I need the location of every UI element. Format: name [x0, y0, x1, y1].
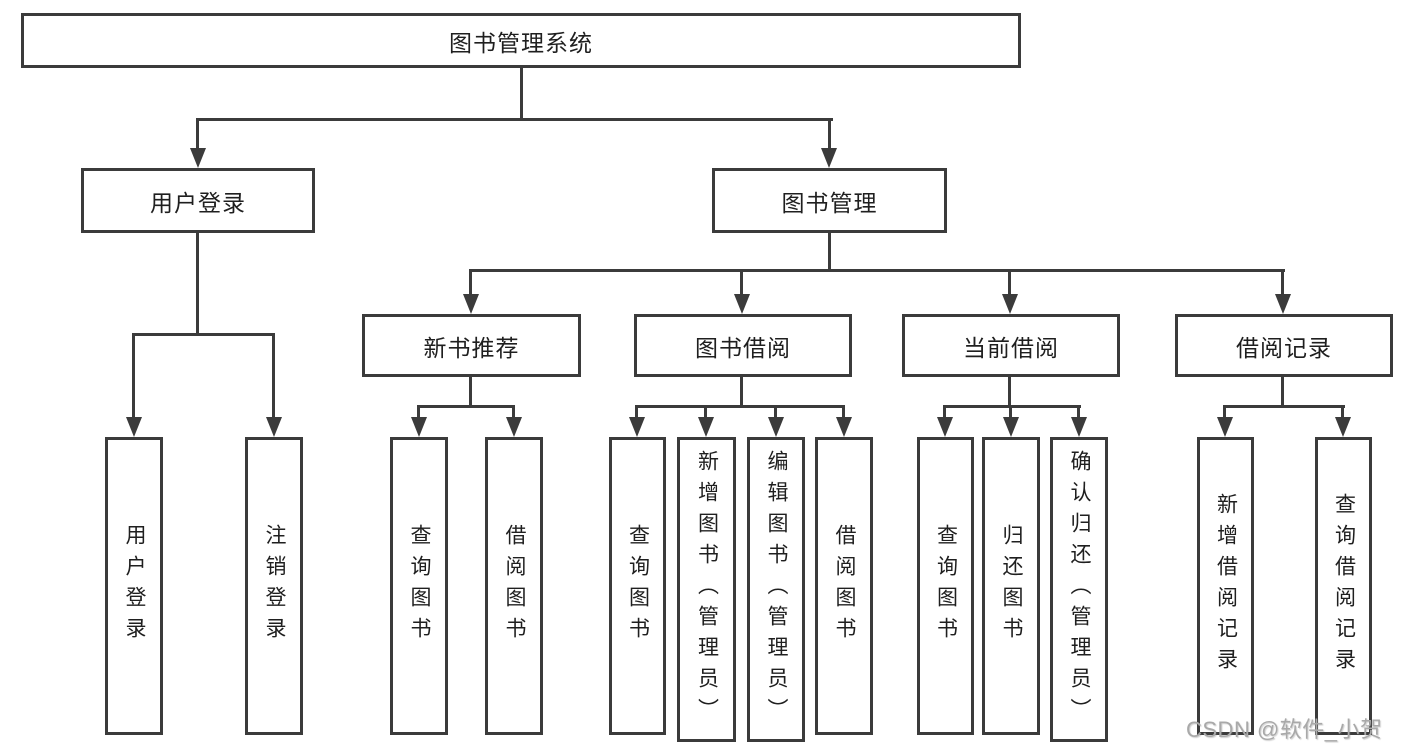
- connector: [1077, 405, 1080, 419]
- leaf-label: 新增借阅记录: [1214, 493, 1238, 679]
- connector: [1281, 377, 1284, 407]
- node-current-borrow: 当前借阅: [902, 314, 1120, 377]
- leaf-query-borrow-record: 查询借阅记录: [1315, 437, 1372, 735]
- connector: [635, 405, 845, 408]
- connector: [943, 405, 1081, 408]
- leaf-borrow-query-books: 查询图书: [609, 437, 666, 735]
- node-label: 用户登录: [150, 189, 246, 216]
- leaf-label: 借阅图书: [503, 524, 527, 648]
- connector: [196, 233, 199, 335]
- connector: [272, 333, 275, 419]
- connector: [1008, 377, 1011, 407]
- connector: [469, 269, 472, 297]
- node-book-borrow: 图书借阅: [634, 314, 852, 377]
- connector: [774, 405, 777, 419]
- connector: [1223, 405, 1345, 408]
- node-label: 当前借阅: [963, 334, 1059, 361]
- leaf-add-books-admin: 新增图书（管理员）: [677, 437, 736, 742]
- connector: [469, 269, 1285, 272]
- leaf-add-borrow-record: 新增借阅记录: [1197, 437, 1254, 735]
- leaf-label: 查询图书: [626, 524, 650, 648]
- connector: [196, 118, 833, 121]
- arrowhead-down-icon: [506, 417, 522, 437]
- arrowhead-down-icon: [1335, 417, 1351, 437]
- leaf-logout: 注销登录: [245, 437, 303, 735]
- node-label: 新书推荐: [423, 334, 520, 361]
- leaf-label: 确认归还（管理员）: [1068, 450, 1092, 729]
- connector: [740, 377, 743, 407]
- arrowhead-down-icon: [937, 417, 953, 437]
- leaf-label: 查询图书: [408, 524, 432, 648]
- arrowhead-down-icon: [266, 417, 282, 437]
- leaf-recommend-borrow-books: 借阅图书: [485, 437, 543, 735]
- leaf-label: 查询借阅记录: [1332, 493, 1356, 679]
- leaf-return-books: 归还图书: [982, 437, 1040, 735]
- leaf-current-query-books: 查询图书: [917, 437, 974, 735]
- node-library-management-system: 图书管理系统: [21, 13, 1021, 68]
- arrowhead-down-icon: [411, 417, 427, 437]
- connector: [469, 377, 472, 407]
- arrowhead-down-icon: [768, 417, 784, 437]
- connector: [1008, 269, 1011, 297]
- leaf-label: 借阅图书: [833, 524, 857, 648]
- arrowhead-down-icon: [190, 148, 206, 168]
- connector: [520, 68, 523, 121]
- arrowhead-down-icon: [629, 417, 645, 437]
- leaf-borrow-books: 借阅图书: [815, 437, 873, 735]
- arrowhead-down-icon: [463, 294, 479, 314]
- connector: [943, 405, 946, 419]
- leaf-label: 查询图书: [934, 524, 958, 648]
- node-borrow-records: 借阅记录: [1175, 314, 1393, 377]
- connector: [828, 118, 831, 152]
- arrowhead-down-icon: [1217, 417, 1233, 437]
- node-new-book-recommend: 新书推荐: [362, 314, 581, 377]
- connector: [1223, 405, 1226, 419]
- arrowhead-down-icon: [734, 294, 750, 314]
- connector: [1009, 405, 1012, 419]
- arrowhead-down-icon: [1275, 294, 1291, 314]
- node-label: 图书借阅: [695, 334, 791, 361]
- connector: [1341, 405, 1344, 419]
- connector: [417, 405, 515, 408]
- connector: [132, 333, 135, 419]
- leaf-user-login: 用户登录: [105, 437, 163, 735]
- arrowhead-down-icon: [1071, 417, 1087, 437]
- arrowhead-down-icon: [1002, 294, 1018, 314]
- connector: [417, 405, 420, 419]
- leaf-label: 用户登录: [123, 524, 147, 648]
- connector: [512, 405, 515, 419]
- connector: [132, 333, 275, 336]
- arrowhead-down-icon: [698, 417, 714, 437]
- arrowhead-down-icon: [1003, 417, 1019, 437]
- connector: [740, 269, 743, 297]
- connector: [842, 405, 845, 419]
- leaf-edit-books-admin: 编辑图书（管理员）: [747, 437, 805, 742]
- leaf-label: 归还图书: [1000, 524, 1024, 648]
- connector: [196, 118, 199, 152]
- node-label: 图书管理系统: [449, 29, 593, 56]
- connector: [828, 233, 831, 271]
- csdn-watermark: CSDN @软件_小贺同学: [1186, 717, 1383, 742]
- connector: [635, 405, 638, 419]
- node-label: 图书管理: [781, 189, 878, 216]
- arrowhead-down-icon: [836, 417, 852, 437]
- leaf-label: 新增图书（管理员）: [695, 450, 719, 729]
- leaf-label: 编辑图书（管理员）: [765, 450, 789, 729]
- arrowhead-down-icon: [821, 148, 837, 168]
- leaf-recommend-query-books: 查询图书: [390, 437, 448, 735]
- connector: [1281, 269, 1284, 297]
- node-user-login: 用户登录: [81, 168, 315, 233]
- arrowhead-down-icon: [126, 417, 142, 437]
- leaf-confirm-return-admin: 确认归还（管理员）: [1050, 437, 1108, 742]
- leaf-label: 注销登录: [263, 524, 287, 648]
- node-label: 借阅记录: [1236, 334, 1332, 361]
- connector: [704, 405, 707, 419]
- node-book-management: 图书管理: [712, 168, 947, 233]
